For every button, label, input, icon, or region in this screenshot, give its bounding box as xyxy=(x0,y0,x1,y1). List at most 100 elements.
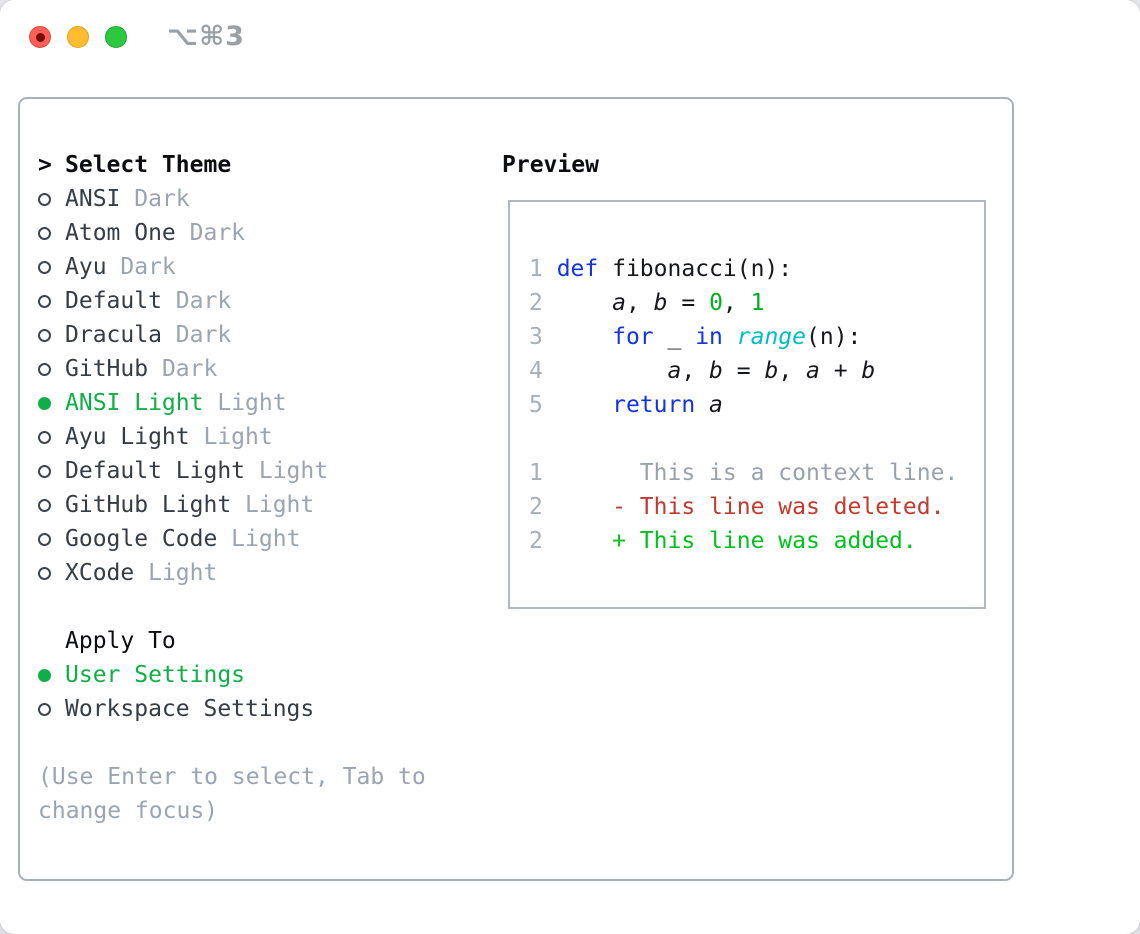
theme-name: XCode xyxy=(65,560,135,586)
code-token-var: b xyxy=(861,358,876,384)
code-token-plain: + xyxy=(819,358,862,384)
theme-item[interactable]: ANSI Dark xyxy=(38,182,426,216)
theme-name: Default Light xyxy=(65,458,246,484)
preview-title: Preview xyxy=(502,152,599,178)
theme-variant: Dark xyxy=(175,220,246,246)
radio-selected-icon xyxy=(38,396,51,410)
focus-caret-icon: > xyxy=(38,152,52,178)
theme-item[interactable]: Ayu Light Light xyxy=(38,420,426,454)
close-button[interactable] xyxy=(29,26,51,48)
theme-item[interactable]: GitHub Light Light xyxy=(38,488,426,522)
theme-name: ANSI Light xyxy=(65,390,204,416)
code-token-var: a xyxy=(612,290,626,316)
code-line: 1 def fibonacci(n): xyxy=(529,252,958,286)
apply-to-option[interactable]: Workspace Settings xyxy=(38,692,426,726)
theme-name: Google Code xyxy=(65,526,218,552)
theme-variant: Dark xyxy=(161,288,232,314)
theme-name: Default xyxy=(65,288,162,314)
code-token-var: b xyxy=(764,358,779,384)
zoom-button[interactable] xyxy=(105,26,127,48)
code-token-plain xyxy=(557,290,612,316)
theme-variant: Dark xyxy=(120,186,190,212)
code-token-plain: , xyxy=(722,290,751,316)
theme-variant: Light xyxy=(189,424,273,450)
diff-text: This line was deleted. xyxy=(639,494,945,520)
line-number: 5 xyxy=(529,392,557,418)
code-token-num: 1 xyxy=(750,290,765,316)
theme-item[interactable]: Google Code Light xyxy=(38,522,426,556)
theme-item[interactable]: ANSI Light Light xyxy=(38,386,426,420)
diff-text: This line was added. xyxy=(639,528,917,554)
code-line: 4 a, b = b, a + b xyxy=(529,354,958,388)
theme-name: GitHub Light xyxy=(65,492,232,518)
code-token-plain xyxy=(598,256,612,282)
line-number: 1 xyxy=(529,460,613,486)
help-text-line2: change focus) xyxy=(38,798,219,824)
theme-item[interactable]: Default Dark xyxy=(38,284,426,318)
code-token-var: a xyxy=(709,392,723,418)
line-number: 3 xyxy=(529,324,557,350)
code-token-plain: = xyxy=(667,290,710,316)
theme-variant: Dark xyxy=(148,356,218,382)
theme-item[interactable]: Atom One Dark xyxy=(38,216,426,250)
theme-item[interactable]: Default Light Light xyxy=(38,454,426,488)
line-number: 2 xyxy=(529,290,557,316)
titlebar xyxy=(29,26,127,48)
radio-icon xyxy=(38,498,51,512)
diff-marker xyxy=(612,460,640,486)
select-theme-header: > Select Theme xyxy=(38,148,426,182)
line-number: 4 xyxy=(529,358,557,384)
select-theme-title: Select Theme xyxy=(65,152,232,178)
code-token-plain: _ xyxy=(653,324,696,350)
theme-name: Dracula xyxy=(65,322,162,348)
code-token-plain: fibonacci(n): xyxy=(612,256,793,282)
theme-name: Ayu Light xyxy=(65,424,190,450)
radio-icon xyxy=(38,192,51,206)
theme-variant: Light xyxy=(217,526,301,552)
code-token-var: b xyxy=(653,290,668,316)
code-token-builtin: range xyxy=(736,324,806,350)
theme-item[interactable]: Dracula Dark xyxy=(38,318,426,352)
radio-icon xyxy=(38,362,51,376)
minimize-button[interactable] xyxy=(67,26,89,48)
window-title: ⌥⌘3 xyxy=(167,21,245,52)
theme-variant: Dark xyxy=(106,254,176,280)
theme-name: Atom One xyxy=(65,220,176,246)
code-token-plain xyxy=(557,358,668,384)
code-token-kw: in xyxy=(695,324,723,350)
blank-line xyxy=(529,422,958,456)
theme-item[interactable]: XCode Light xyxy=(38,556,426,590)
code-line: 5 return a xyxy=(529,388,958,422)
code-token-kw: def xyxy=(556,256,599,282)
diff-line-added: 2 + This line was added. xyxy=(529,524,958,558)
theme-variant: Light xyxy=(203,390,287,416)
diff-marker: - xyxy=(612,494,640,520)
radio-selected-icon xyxy=(38,668,51,682)
code-line: 3 for _ in range(n): xyxy=(529,320,958,354)
code-token-var: a xyxy=(806,358,820,384)
code-token-var: b xyxy=(709,358,723,384)
radio-icon xyxy=(38,226,51,240)
unsaved-changes-dot xyxy=(35,32,45,42)
diff-marker: + xyxy=(612,528,640,554)
diff-line-deleted: 2 - This line was deleted. xyxy=(529,490,958,524)
radio-icon xyxy=(38,328,51,342)
code-token-plain: , xyxy=(778,358,807,384)
apply-to-option[interactable]: User Settings xyxy=(38,658,426,692)
code-line: 2 a, b = 0, 1 xyxy=(529,286,958,320)
diff-text: This is a context line. xyxy=(639,460,959,486)
code-token-kw: for xyxy=(612,324,654,350)
theme-item[interactable]: GitHub Dark xyxy=(38,352,426,386)
apply-to-header: Apply To xyxy=(38,624,426,658)
theme-item[interactable]: Ayu Dark xyxy=(38,250,426,284)
code-token-num: 0 xyxy=(709,290,723,316)
theme-variant: Light xyxy=(245,458,329,484)
theme-variant: Light xyxy=(231,492,315,518)
code-token-var: a xyxy=(667,358,682,384)
spacer-row xyxy=(38,590,426,624)
